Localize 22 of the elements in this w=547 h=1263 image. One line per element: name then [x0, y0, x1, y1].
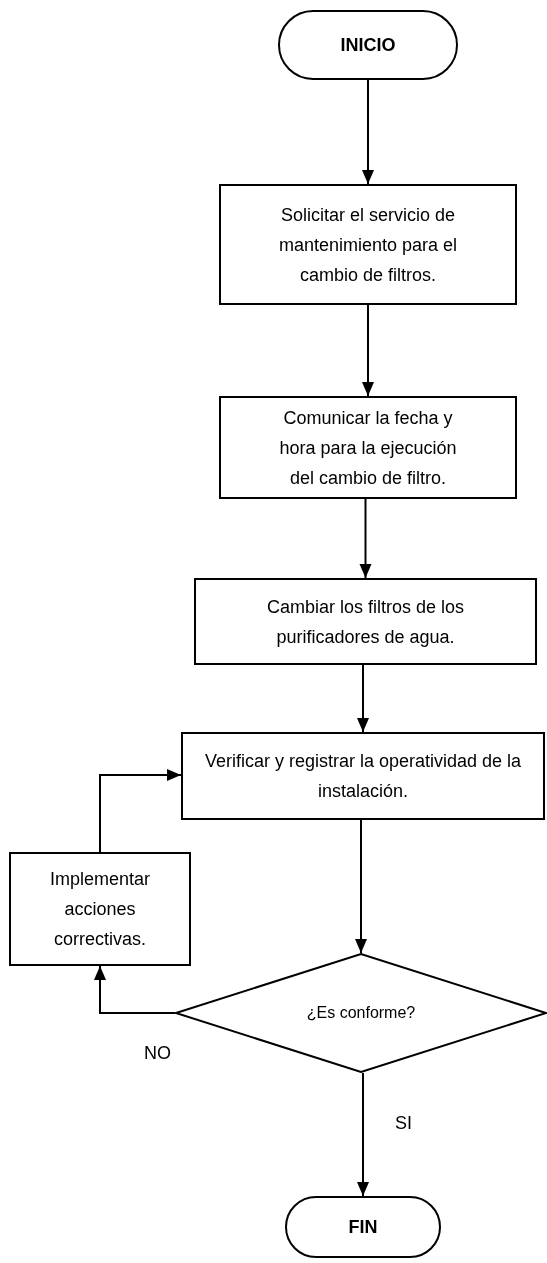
process-box [9, 852, 191, 966]
process-box [219, 396, 517, 499]
process-box [181, 732, 545, 820]
node-text: Cambiar los filtros de los purificadores de agua. [265, 595, 466, 649]
process-box [194, 578, 537, 665]
arrow [357, 1072, 369, 1197]
arrow [362, 79, 374, 185]
arrow [359, 498, 372, 579]
decision-diamond [175, 953, 547, 1073]
arrow [362, 304, 374, 397]
node-text: Verificar y registrar la operatividad de la instalación. [203, 750, 523, 803]
process-box [219, 184, 517, 305]
node-text: FIN [348, 1216, 378, 1238]
node-text: Solicitar el servicio de mantenimiento para el cambio de filtros. [277, 203, 459, 287]
arrow [355, 819, 367, 954]
node-text: Implementar acciones correctivas. [48, 868, 151, 951]
node-text: ¿Es conforme? [306, 1003, 416, 1023]
node-text: INICIO [340, 34, 396, 56]
arrow [99, 769, 182, 853]
node-text: Comunicar la fecha y hora para la ejecución del cambio de filtro. [278, 406, 458, 490]
arrow [357, 664, 369, 733]
arrow [94, 965, 176, 1014]
